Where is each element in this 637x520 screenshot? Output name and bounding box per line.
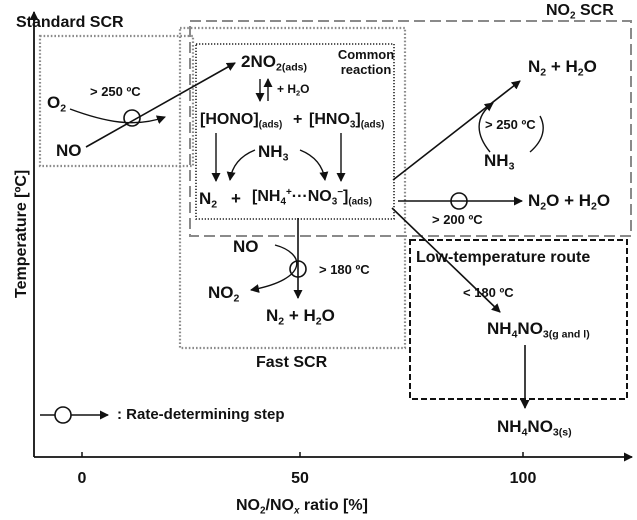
nh4-no3-ads-species: [NH4+···NO3−](ads) <box>252 187 373 208</box>
nh3-right-curve-up <box>478 102 494 153</box>
n2o-h2o-species: N2O + H2O <box>528 191 611 213</box>
nh3-no2scr-species: NH3 <box>484 151 515 173</box>
no2-scr-box <box>189 20 632 237</box>
temp-250-right: > 250 ºC <box>485 117 536 132</box>
standard-scr-label: Standard SCR <box>16 14 124 31</box>
o2-consumption-curve <box>69 108 166 124</box>
nh3-common-species: NH3 <box>258 142 289 164</box>
x-tick-label-100: 100 <box>509 470 537 487</box>
nh3-left-curve <box>226 149 256 181</box>
no-to-no2-curve <box>250 244 298 293</box>
temp-180-low: < 180 ºC <box>463 285 514 300</box>
nh4no3-s-species: NH4NO3(s) <box>497 417 572 439</box>
n2-common-species: N2 <box>199 189 218 211</box>
no-species: NO <box>56 141 82 160</box>
no2-fast-species: NO2 <box>208 283 240 305</box>
y-axis-label: Temperature [ºC] <box>13 169 30 298</box>
x-tick-label-0: 0 <box>77 470 87 487</box>
rate-determining-circle-standard <box>123 109 141 127</box>
x-axis-label: NO2/NOx ratio [%] <box>236 497 368 517</box>
x-tick-label-50: 50 <box>291 470 309 487</box>
legend-circle <box>54 406 72 424</box>
nh4no3-to-n2-h2o-arrow <box>392 80 521 181</box>
low-temp-route-label: Low-temperature route <box>416 249 591 266</box>
no-to-2no2-arrow <box>85 62 236 148</box>
n2-h2o-fast-species: N2 + H2O <box>266 306 335 328</box>
rate-determining-circle-fast <box>289 260 307 278</box>
rate-determining-circle-n2o <box>450 192 468 210</box>
nh3-right-curve <box>299 149 329 181</box>
nh3-right-curve-down <box>529 115 544 153</box>
fast-scr-label: Fast SCR <box>256 354 328 371</box>
temp-250-left: > 250 ºC <box>90 84 141 99</box>
hno3-ads-species: [HNO3](ads) <box>309 111 385 131</box>
standard-scr-box <box>38 34 195 168</box>
plus-h2o-label: + H2O <box>277 82 310 98</box>
plus-sign-2: + <box>231 189 241 208</box>
common-reaction-box <box>195 43 395 220</box>
no-fast-species: NO <box>233 237 259 256</box>
no2-scr-label: NO2 SCR <box>546 2 614 22</box>
o2-species: O2 <box>47 93 67 115</box>
2no2-ads-species: 2NO2(ads) <box>241 52 307 74</box>
to-nh4no3-gl-arrow <box>391 207 501 313</box>
n2-h2o-no2scr-species: N2 + H2O <box>528 57 597 79</box>
fast-scr-box <box>178 26 407 350</box>
temp-200: > 200 ºC <box>432 212 483 227</box>
low-temp-box <box>409 239 628 400</box>
hono-ads-species: [HONO](ads) <box>200 111 283 131</box>
legend-label: : Rate-determining step <box>117 406 285 423</box>
nh4no3-gl-species: NH4NO3(g and l) <box>487 319 590 341</box>
plus-sign-1: + <box>293 111 303 128</box>
temp-180-fast: > 180 ºC <box>319 262 370 277</box>
